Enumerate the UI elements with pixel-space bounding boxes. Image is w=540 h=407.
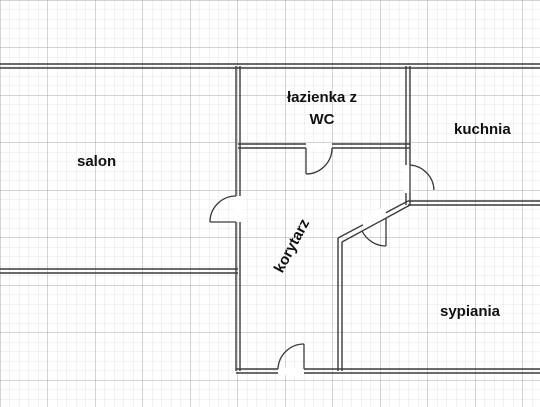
room-label-kitchen: kuchnia [454, 121, 511, 138]
room-label-bathroom-line1: łazienka z [287, 89, 357, 106]
walls [0, 63, 540, 374]
door-entrance [277, 343, 305, 370]
door-bedroom [361, 218, 387, 247]
room-label-bathroom-line2: WC [310, 111, 335, 128]
room-label-salon: salon [77, 153, 116, 170]
wall-top [0, 63, 540, 69]
wall-kitchen-bottom [408, 200, 540, 206]
room-label-bedroom: sypiania [440, 303, 501, 320]
door-gaps [234, 143, 412, 375]
door-kitchen [409, 164, 435, 193]
door-bathroom [305, 147, 333, 175]
wall-salon-bottom [0, 268, 238, 274]
wall-bedroom-corridor [337, 238, 343, 371]
doors [209, 147, 435, 370]
door-salon [209, 195, 237, 223]
